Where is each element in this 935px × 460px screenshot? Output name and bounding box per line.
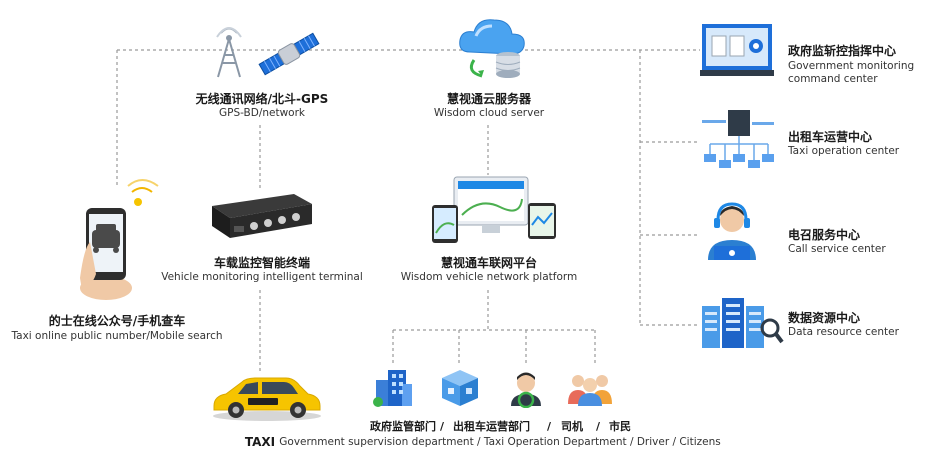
- server-network-icon: [700, 108, 776, 178]
- driver-icon: [505, 366, 547, 412]
- satellite-icon: [256, 28, 322, 84]
- department-label-operation: 出租车运营部门: [453, 420, 530, 433]
- platform-label-en: Wisdom vehicle network platform: [400, 271, 578, 283]
- taxi-label: TAXI: [244, 435, 276, 449]
- cloud-server-icon: [456, 12, 528, 86]
- right-center-4-zh: 数据资源中心: [788, 311, 861, 325]
- data-server-icon: [700, 296, 784, 356]
- cloud-label-zh: 慧视通云服务器: [446, 92, 532, 106]
- right-center-2-zh: 出租车运营中心: [788, 130, 873, 144]
- departments-label-en: Government supervision department / Taxi…: [279, 436, 721, 448]
- right-center-1-en2: command center: [788, 73, 878, 85]
- multi-device-platform-icon: [430, 175, 558, 249]
- mobile-label-zh: 的士在线公众号/手机查车: [48, 314, 186, 328]
- department-separator-3: /: [596, 420, 601, 433]
- government-building-icon: [372, 366, 414, 412]
- right-center-1-en1: Government monitoring: [788, 60, 915, 72]
- mobile-label-en: Taxi online public number/Mobile search: [11, 330, 223, 342]
- citizens-icon: [566, 366, 614, 412]
- department-label-citizens: 市民: [609, 420, 631, 433]
- cloud-label-en: Wisdom cloud server: [433, 107, 545, 119]
- dvr-terminal-icon: [206, 190, 316, 246]
- right-center-3-en1: Call service center: [788, 243, 886, 255]
- terminal-label-zh: 车载监控智能终端: [213, 256, 311, 270]
- wireless-label-en: GPS-BD/network: [218, 107, 306, 119]
- department-label-driver: 司机: [561, 420, 583, 433]
- terminal-label-en: Vehicle monitoring intelligent terminal: [161, 271, 363, 283]
- smartphone-taxi-icon: [76, 178, 166, 308]
- department-separator-1: /: [440, 420, 445, 433]
- right-center-1-zh: 政府监斩控指挥中心: [788, 44, 897, 58]
- platform-label-zh: 慧视通车联网平台: [440, 256, 538, 270]
- right-center-2-en1: Taxi operation center: [788, 145, 900, 157]
- department-label-gov: 政府监管部门: [370, 420, 436, 433]
- monitor-center-icon: [700, 22, 774, 82]
- call-agent-icon: [700, 198, 764, 266]
- operation-building-icon: [438, 366, 480, 412]
- antenna-tower-icon: [212, 25, 246, 83]
- right-center-4-en1: Data resource center: [788, 326, 899, 338]
- taxi-car-icon: [210, 372, 324, 426]
- wireless-label-zh: 无线通讯网络/北斗-GPS: [195, 92, 329, 106]
- department-separator-2: /: [547, 420, 552, 433]
- right-center-3-zh: 电召服务中心: [788, 228, 861, 242]
